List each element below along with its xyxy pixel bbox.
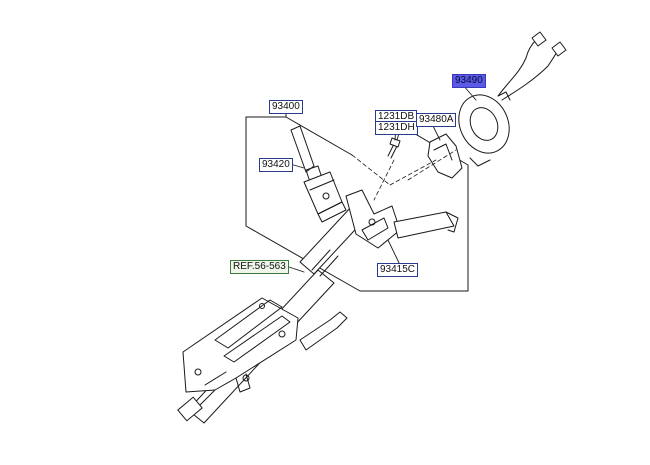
- label-93415c[interactable]: 93415C: [377, 263, 419, 277]
- label-93480a[interactable]: 93480A: [416, 113, 457, 127]
- label-93400[interactable]: 93400: [269, 100, 303, 114]
- clock-spring: [458, 91, 511, 167]
- column-bracket: [182, 297, 299, 393]
- contact-assembly: [345, 189, 459, 249]
- label-ref-56-563[interactable]: REF.56-563: [230, 260, 289, 274]
- tilt-lever: [299, 311, 348, 351]
- guide-lines: [351, 149, 457, 201]
- label-93420[interactable]: 93420: [259, 158, 293, 172]
- bolt: [387, 137, 401, 159]
- assembly-frame: [245, 116, 469, 292]
- multifunction-switch: [290, 125, 347, 223]
- label-93490[interactable]: 93490: [452, 74, 486, 88]
- switch-cover: [427, 133, 463, 179]
- clock-spring-harness: [497, 31, 567, 101]
- label-1231dh[interactable]: 1231DH: [375, 121, 418, 135]
- frame-inner-link: [285, 116, 353, 156]
